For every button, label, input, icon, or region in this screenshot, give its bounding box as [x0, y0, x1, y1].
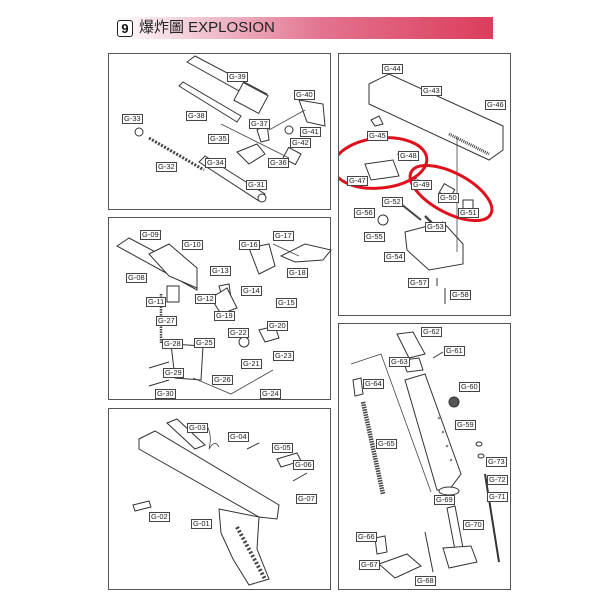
part-label: G-25 [194, 338, 215, 348]
part-label: G-06 [293, 460, 314, 470]
part-label: G-15 [276, 298, 297, 308]
part-label: G-70 [463, 520, 484, 530]
part-label: G-58 [450, 290, 471, 300]
part-label: G-34 [205, 158, 226, 168]
part-label: G-14 [241, 286, 262, 296]
barrel-parts-drawing [134, 55, 326, 203]
part-label: G-38 [186, 111, 207, 121]
section-title: 爆炸圖 EXPLOSION [139, 19, 275, 36]
panel-barrel-assembly: G-31 G-32 G-33 G-34 G-35 G-36 G-37 G-38 … [108, 53, 331, 210]
part-label: G-30 [155, 389, 176, 399]
magazine-parts-drawing [350, 331, 500, 579]
part-label: G-43 [421, 86, 442, 96]
part-label: G-49 [411, 180, 432, 190]
part-label: G-03 [187, 423, 208, 433]
section-header-bar [113, 17, 493, 39]
part-label: G-63 [389, 357, 410, 367]
part-label: G-28 [162, 339, 183, 349]
part-label: G-13 [210, 266, 231, 276]
part-label: G-01 [191, 519, 212, 529]
part-label: G-65 [376, 439, 397, 449]
part-label: G-59 [455, 420, 476, 430]
part-label: G-46 [485, 100, 506, 110]
part-label: G-31 [246, 180, 267, 190]
part-label: G-39 [227, 72, 248, 82]
part-label: G-07 [296, 494, 317, 504]
part-label: G-67 [359, 560, 380, 570]
part-label: G-54 [384, 252, 405, 262]
part-label: G-27 [156, 316, 177, 326]
trigger-parts-drawing [116, 237, 332, 395]
part-label: G-37 [249, 119, 270, 129]
part-label: G-22 [228, 328, 249, 338]
part-label: G-19 [214, 311, 235, 321]
part-label: G-57 [408, 278, 429, 288]
part-label: G-18 [287, 268, 308, 278]
part-label: G-66 [356, 532, 377, 542]
part-label: G-24 [260, 389, 281, 399]
part-label: G-10 [182, 240, 203, 250]
part-label: G-53 [425, 222, 446, 232]
part-label: G-26 [212, 375, 233, 385]
part-label: G-41 [300, 127, 321, 137]
part-label: G-51 [458, 208, 479, 218]
part-label: G-05 [272, 443, 293, 453]
part-label: G-69 [434, 495, 455, 505]
frame-parts-drawing [132, 418, 308, 586]
part-label: G-42 [290, 138, 311, 148]
part-label: G-02 [149, 512, 170, 522]
part-label: G-72 [487, 475, 508, 485]
part-label: G-62 [421, 327, 442, 337]
panel-magazine-assembly: G-59 G-60 G-61 G-62 G-63 G-64 G-65 G-66 … [338, 323, 511, 590]
part-label: G-35 [208, 134, 229, 144]
part-label: G-44 [382, 64, 403, 74]
part-label: G-55 [364, 232, 385, 242]
part-label: G-23 [273, 351, 294, 361]
section-number-badge: 9 [117, 20, 133, 37]
part-label: G-71 [487, 492, 508, 502]
part-label: G-20 [267, 321, 288, 331]
part-label: G-11 [146, 297, 167, 307]
part-label: G-16 [239, 240, 260, 250]
part-label: G-29 [163, 368, 184, 378]
part-label: G-08 [126, 273, 147, 283]
part-label: G-40 [294, 90, 315, 100]
part-label: G-52 [382, 197, 403, 207]
part-label: G-04 [228, 432, 249, 442]
part-label: G-12 [195, 294, 216, 304]
part-label: G-09 [140, 230, 161, 240]
part-label: G-50 [438, 193, 459, 203]
part-label: G-17 [273, 231, 294, 241]
part-label: G-21 [241, 359, 262, 369]
part-label: G-45 [367, 131, 388, 141]
part-label: G-48 [398, 151, 419, 161]
slide-parts-drawing [339, 73, 504, 304]
part-label: G-60 [459, 382, 480, 392]
part-label: G-73 [486, 457, 507, 467]
part-label: G-61 [444, 346, 465, 356]
panel-frame-assembly: G-01 G-02 G-03 G-04 G-05 G-06 G-07 [108, 408, 331, 590]
part-label: G-68 [415, 576, 436, 586]
part-label: G-47 [347, 176, 368, 186]
part-label: G-33 [122, 114, 143, 124]
panel-slide-assembly: G-43 G-44 G-45 G-46 G-47 G-48 G-49 G-50 … [338, 53, 511, 316]
part-label: G-36 [268, 158, 289, 168]
part-label: G-32 [156, 162, 177, 172]
panel-trigger-assembly: G-08 G-09 G-10 G-11 G-12 G-13 G-14 G-15 … [108, 217, 332, 400]
part-label: G-56 [354, 208, 375, 218]
part-label: G-64 [363, 379, 384, 389]
